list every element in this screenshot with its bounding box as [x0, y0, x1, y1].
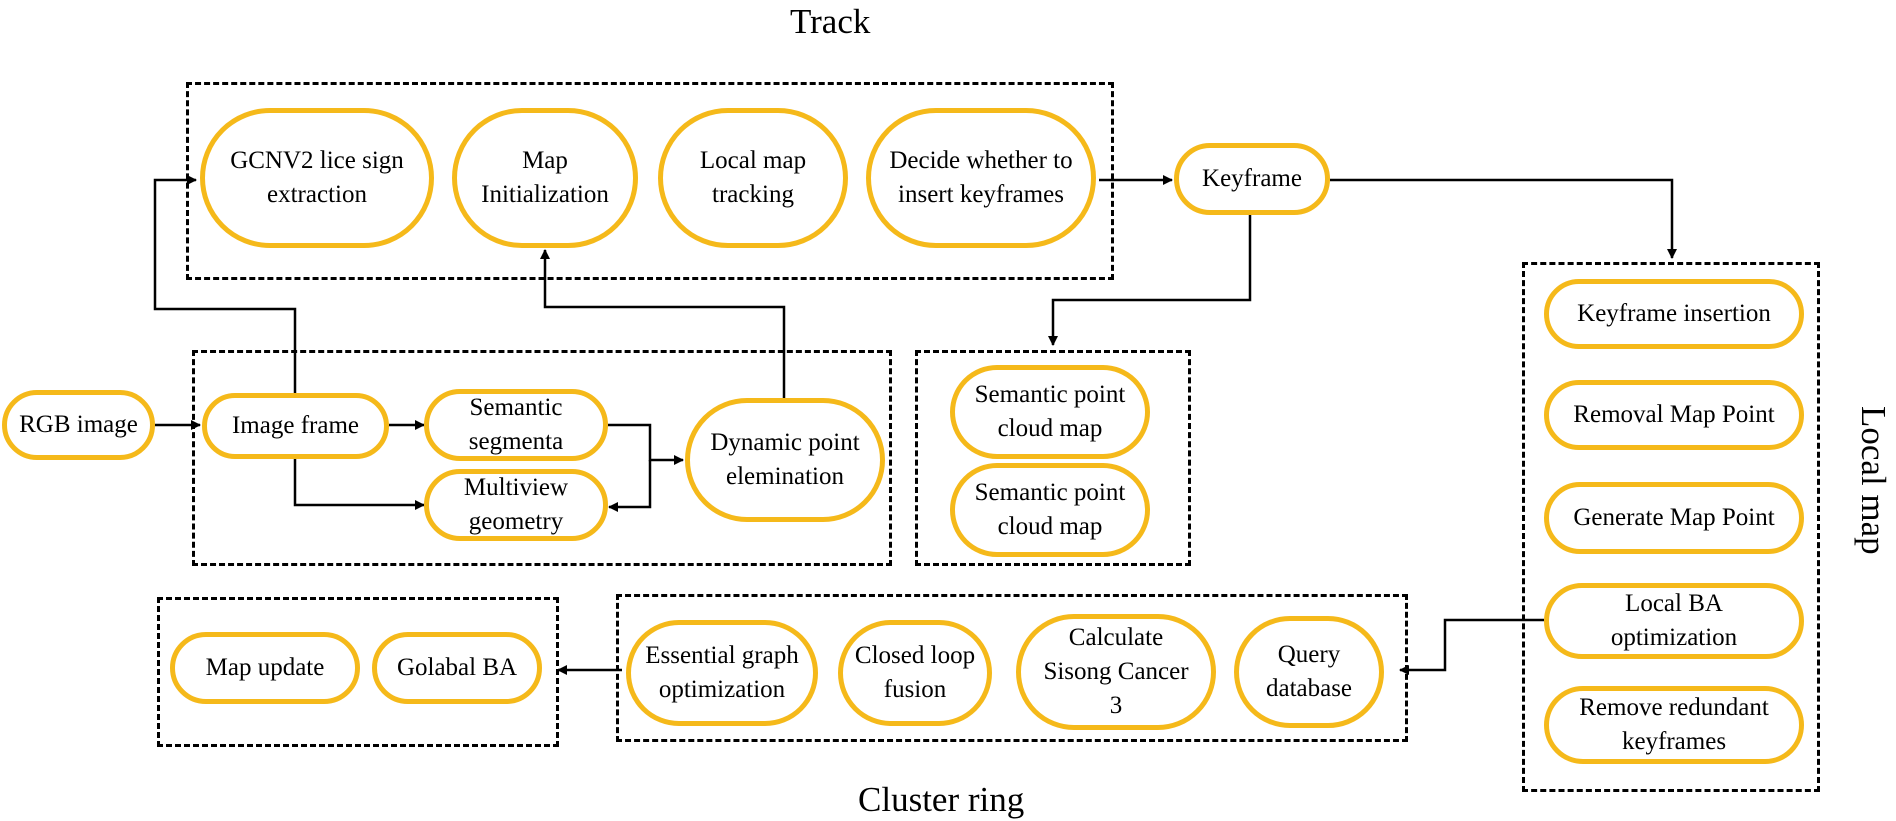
cluster-ring-group	[616, 594, 1408, 742]
arrow-semantic-to-dynamic	[608, 423, 684, 465]
semantic-point-cloud-map-node: Semantic point cloud map	[950, 463, 1150, 557]
semantic-group	[192, 350, 892, 566]
rgb-image-node: RGB image	[2, 390, 155, 460]
arrow-keyframe-to-local-map	[1330, 178, 1677, 259]
global-ba-node: Golabal BA	[372, 632, 542, 704]
multiview-geometry-node: Multiview geometry	[424, 469, 608, 541]
essential-graph-optimization-node: Essential graph optimization	[626, 620, 818, 726]
remove-redundant-keyframes-node: Remove redundant keyframes	[1544, 686, 1804, 764]
calculate-sisong-cancer-node: Calculate Sisong Cancer 3	[1016, 614, 1216, 730]
point-cloud-group	[915, 350, 1191, 566]
map-initialization-node: Map Initialization	[452, 108, 638, 248]
map-update-group	[157, 597, 559, 747]
local-map-group	[1522, 262, 1820, 792]
query-database-node: Query database	[1234, 616, 1384, 728]
decide-insert-keyframes-node: Decide whether to insert keyframes	[866, 108, 1096, 248]
cluster-ring-title: Cluster ring	[858, 780, 1025, 819]
image-frame-node: Image frame	[202, 393, 389, 459]
closed-loop-fusion-node: Closed loop fusion	[838, 620, 992, 726]
local-ba-optimization-node: Local BA optimization	[1544, 583, 1804, 659]
track-title: Track	[790, 2, 871, 41]
arrow-image-frame-to-gcnv2	[153, 175, 297, 394]
gcnv2-extraction-node: GCNV2 lice sign extraction	[200, 108, 434, 248]
local-map-title: Local map	[1854, 406, 1893, 555]
keyframe-node: Keyframe	[1174, 143, 1330, 215]
map-update-node: Map update	[170, 632, 360, 704]
semantic-segmenta-node: Semantic segmenta	[424, 389, 608, 461]
dynamic-point-elemination-node: Dynamic point elemination	[685, 398, 885, 522]
generate-map-point-node: Generate Map Point	[1544, 482, 1804, 554]
removal-map-point-node: Removal Map Point	[1544, 380, 1804, 450]
track-group	[186, 82, 1114, 280]
arrow-keyframe-to-cloud	[1048, 214, 1252, 346]
local-map-tracking-node: Local map tracking	[658, 108, 848, 248]
arrow-local-ba-to-cluster	[1399, 618, 1544, 675]
arrow-to-multiview-from-right	[608, 460, 652, 512]
keyframe-insertion-node: Keyframe insertion	[1544, 279, 1804, 349]
arrow-image-frame-to-multiview	[293, 456, 425, 510]
semantic-point-cloud-map-node: Semantic point cloud map	[950, 365, 1150, 459]
